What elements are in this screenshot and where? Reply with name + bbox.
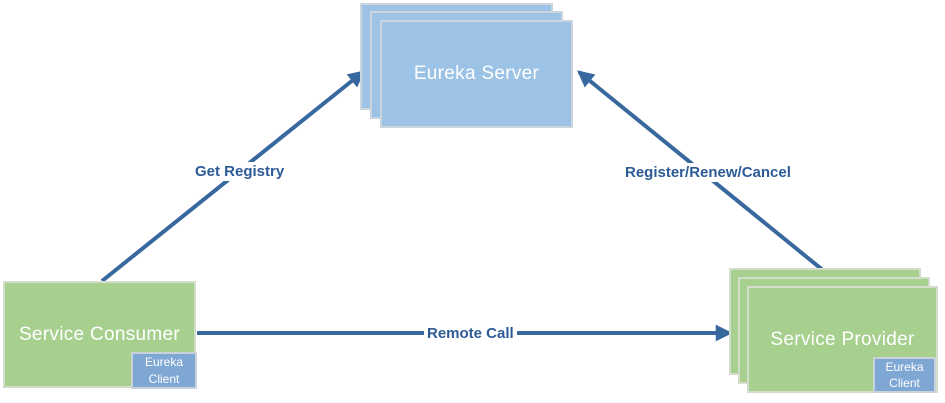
register-renew-cancel-edge-label: Register/Renew/Cancel [622, 163, 794, 182]
provider-eureka-client-box: Eureka Client [873, 357, 936, 393]
provider-eureka-client-label: Eureka Client [885, 359, 924, 390]
remote-call-edge-label: Remote Call [424, 324, 517, 343]
get-registry-edge-label: Get Registry [192, 162, 288, 181]
consumer-eureka-client-box: Eureka Client [131, 352, 197, 389]
server-stack-layer-front: Eureka Server [380, 20, 573, 128]
service-provider-label: Service Provider [770, 328, 915, 350]
eureka-server-label: Eureka Server [413, 63, 540, 84]
service-consumer-label: Service Consumer [18, 323, 181, 345]
consumer-eureka-client-label: Eureka Client [144, 355, 184, 386]
